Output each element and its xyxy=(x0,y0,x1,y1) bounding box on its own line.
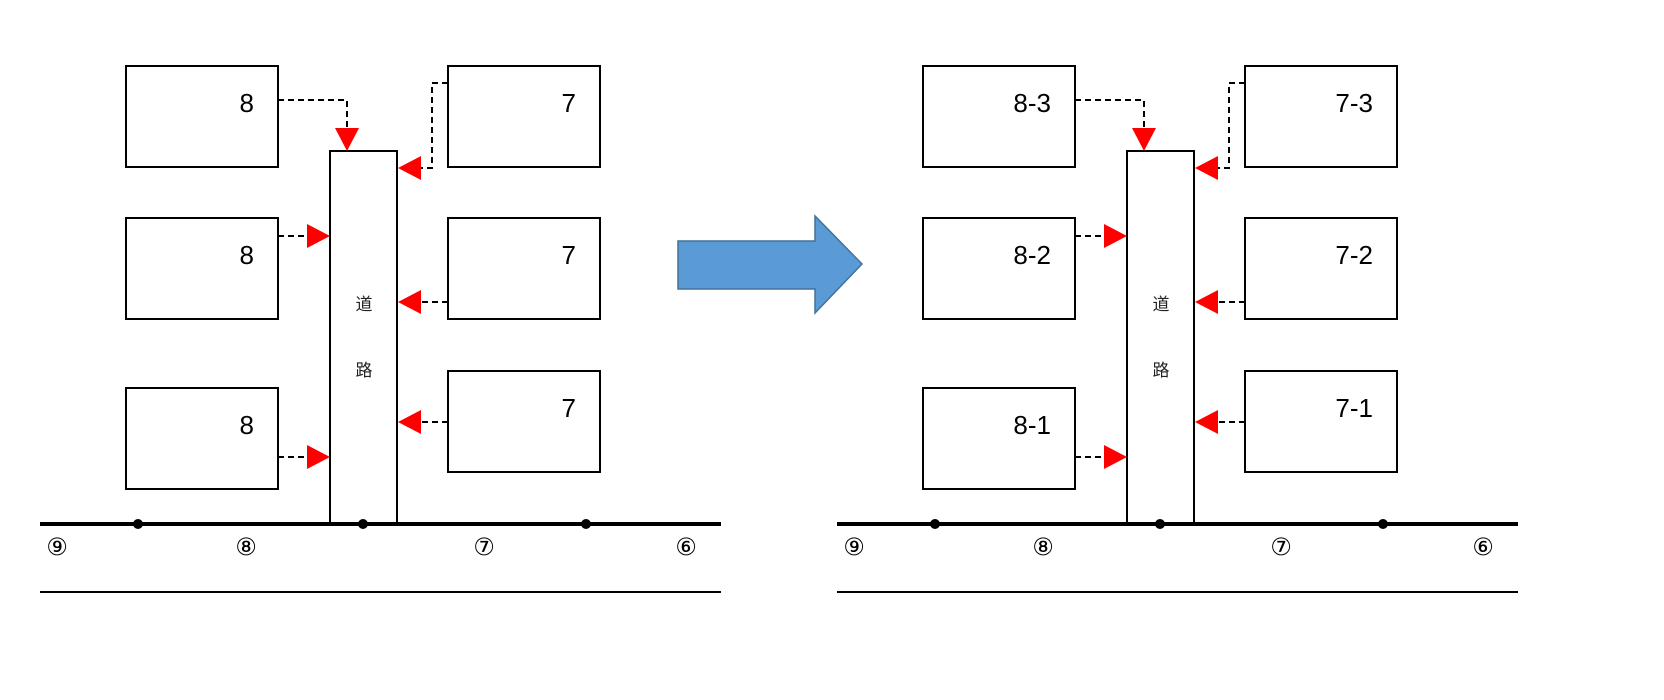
lot-box xyxy=(447,370,601,473)
lot-box xyxy=(447,217,601,320)
lot-label: 8-3 xyxy=(1013,88,1051,118)
lot-label: 7-1 xyxy=(1335,393,1373,423)
lot-number: ⑨ xyxy=(46,533,68,561)
lot-box xyxy=(922,217,1076,320)
lot-label: 8-1 xyxy=(1013,410,1051,440)
lot-number: ⑦ xyxy=(473,533,495,561)
dashed-connector xyxy=(278,99,348,128)
lot-label: 7 xyxy=(562,393,576,423)
lot-label: 7-2 xyxy=(1335,240,1373,270)
arrowhead-icon xyxy=(307,445,330,469)
lot-label: 7-3 xyxy=(1335,88,1373,118)
arrowhead-icon xyxy=(1104,445,1127,469)
road-label: 路 xyxy=(1153,361,1170,381)
lot-label: 7 xyxy=(562,88,576,118)
boundary-point xyxy=(1378,519,1388,529)
arrowhead-icon xyxy=(1195,156,1218,180)
lot-number: ⑧ xyxy=(235,533,257,561)
arrowhead-icon xyxy=(1195,290,1218,314)
lot-label: 7 xyxy=(562,240,576,270)
road-label: 路 xyxy=(356,361,373,381)
arrowhead-icon xyxy=(1104,224,1127,248)
lot-number: ⑨ xyxy=(843,533,865,561)
boundary-point xyxy=(133,519,143,529)
boundary-point xyxy=(930,519,940,529)
lot-box xyxy=(922,387,1076,490)
lot-label: 8-2 xyxy=(1013,240,1051,270)
lot-box xyxy=(447,65,601,168)
lot-label: 8 xyxy=(240,88,254,118)
lot-box xyxy=(125,65,279,168)
lot-label: 8 xyxy=(240,410,254,440)
boundary-point xyxy=(1155,519,1165,529)
lot-number: ⑥ xyxy=(1472,533,1494,561)
lot-box xyxy=(922,65,1076,168)
boundary-point xyxy=(358,519,368,529)
arrowhead-icon xyxy=(1132,128,1156,151)
transition-arrow xyxy=(677,214,864,315)
boundary-point xyxy=(581,519,591,529)
arrowhead-icon xyxy=(1195,410,1218,434)
arrowhead-icon xyxy=(398,156,421,180)
lot-box xyxy=(1244,217,1398,320)
panel-after: 8-3 8-2 8-1 7-3 7-2 7-1 道路 ⑨ ⑧ ⑦ ⑥ xyxy=(837,65,1518,593)
road xyxy=(1126,150,1195,525)
arrowhead-icon xyxy=(335,128,359,151)
lot-box xyxy=(125,217,279,320)
arrowhead-icon xyxy=(398,290,421,314)
dashed-connector xyxy=(1218,82,1245,169)
lot-box xyxy=(125,387,279,490)
lot-number: ⑥ xyxy=(675,533,697,561)
road-label: 道 xyxy=(1153,295,1170,315)
arrowhead-icon xyxy=(307,224,330,248)
lot-box xyxy=(1244,65,1398,168)
road xyxy=(329,150,398,525)
lot-box xyxy=(1244,370,1398,473)
panel-before: 8 8 8 7 7 7 道路 ⑨ ⑧ ⑦ ⑥ xyxy=(40,65,721,593)
road-label: 道 xyxy=(356,295,373,315)
lot-label: 8 xyxy=(240,240,254,270)
dashed-connector xyxy=(421,82,448,169)
arrowhead-icon xyxy=(398,410,421,434)
lot-number: ⑧ xyxy=(1032,533,1054,561)
lot-number: ⑦ xyxy=(1270,533,1292,561)
dashed-connector xyxy=(1075,99,1145,128)
